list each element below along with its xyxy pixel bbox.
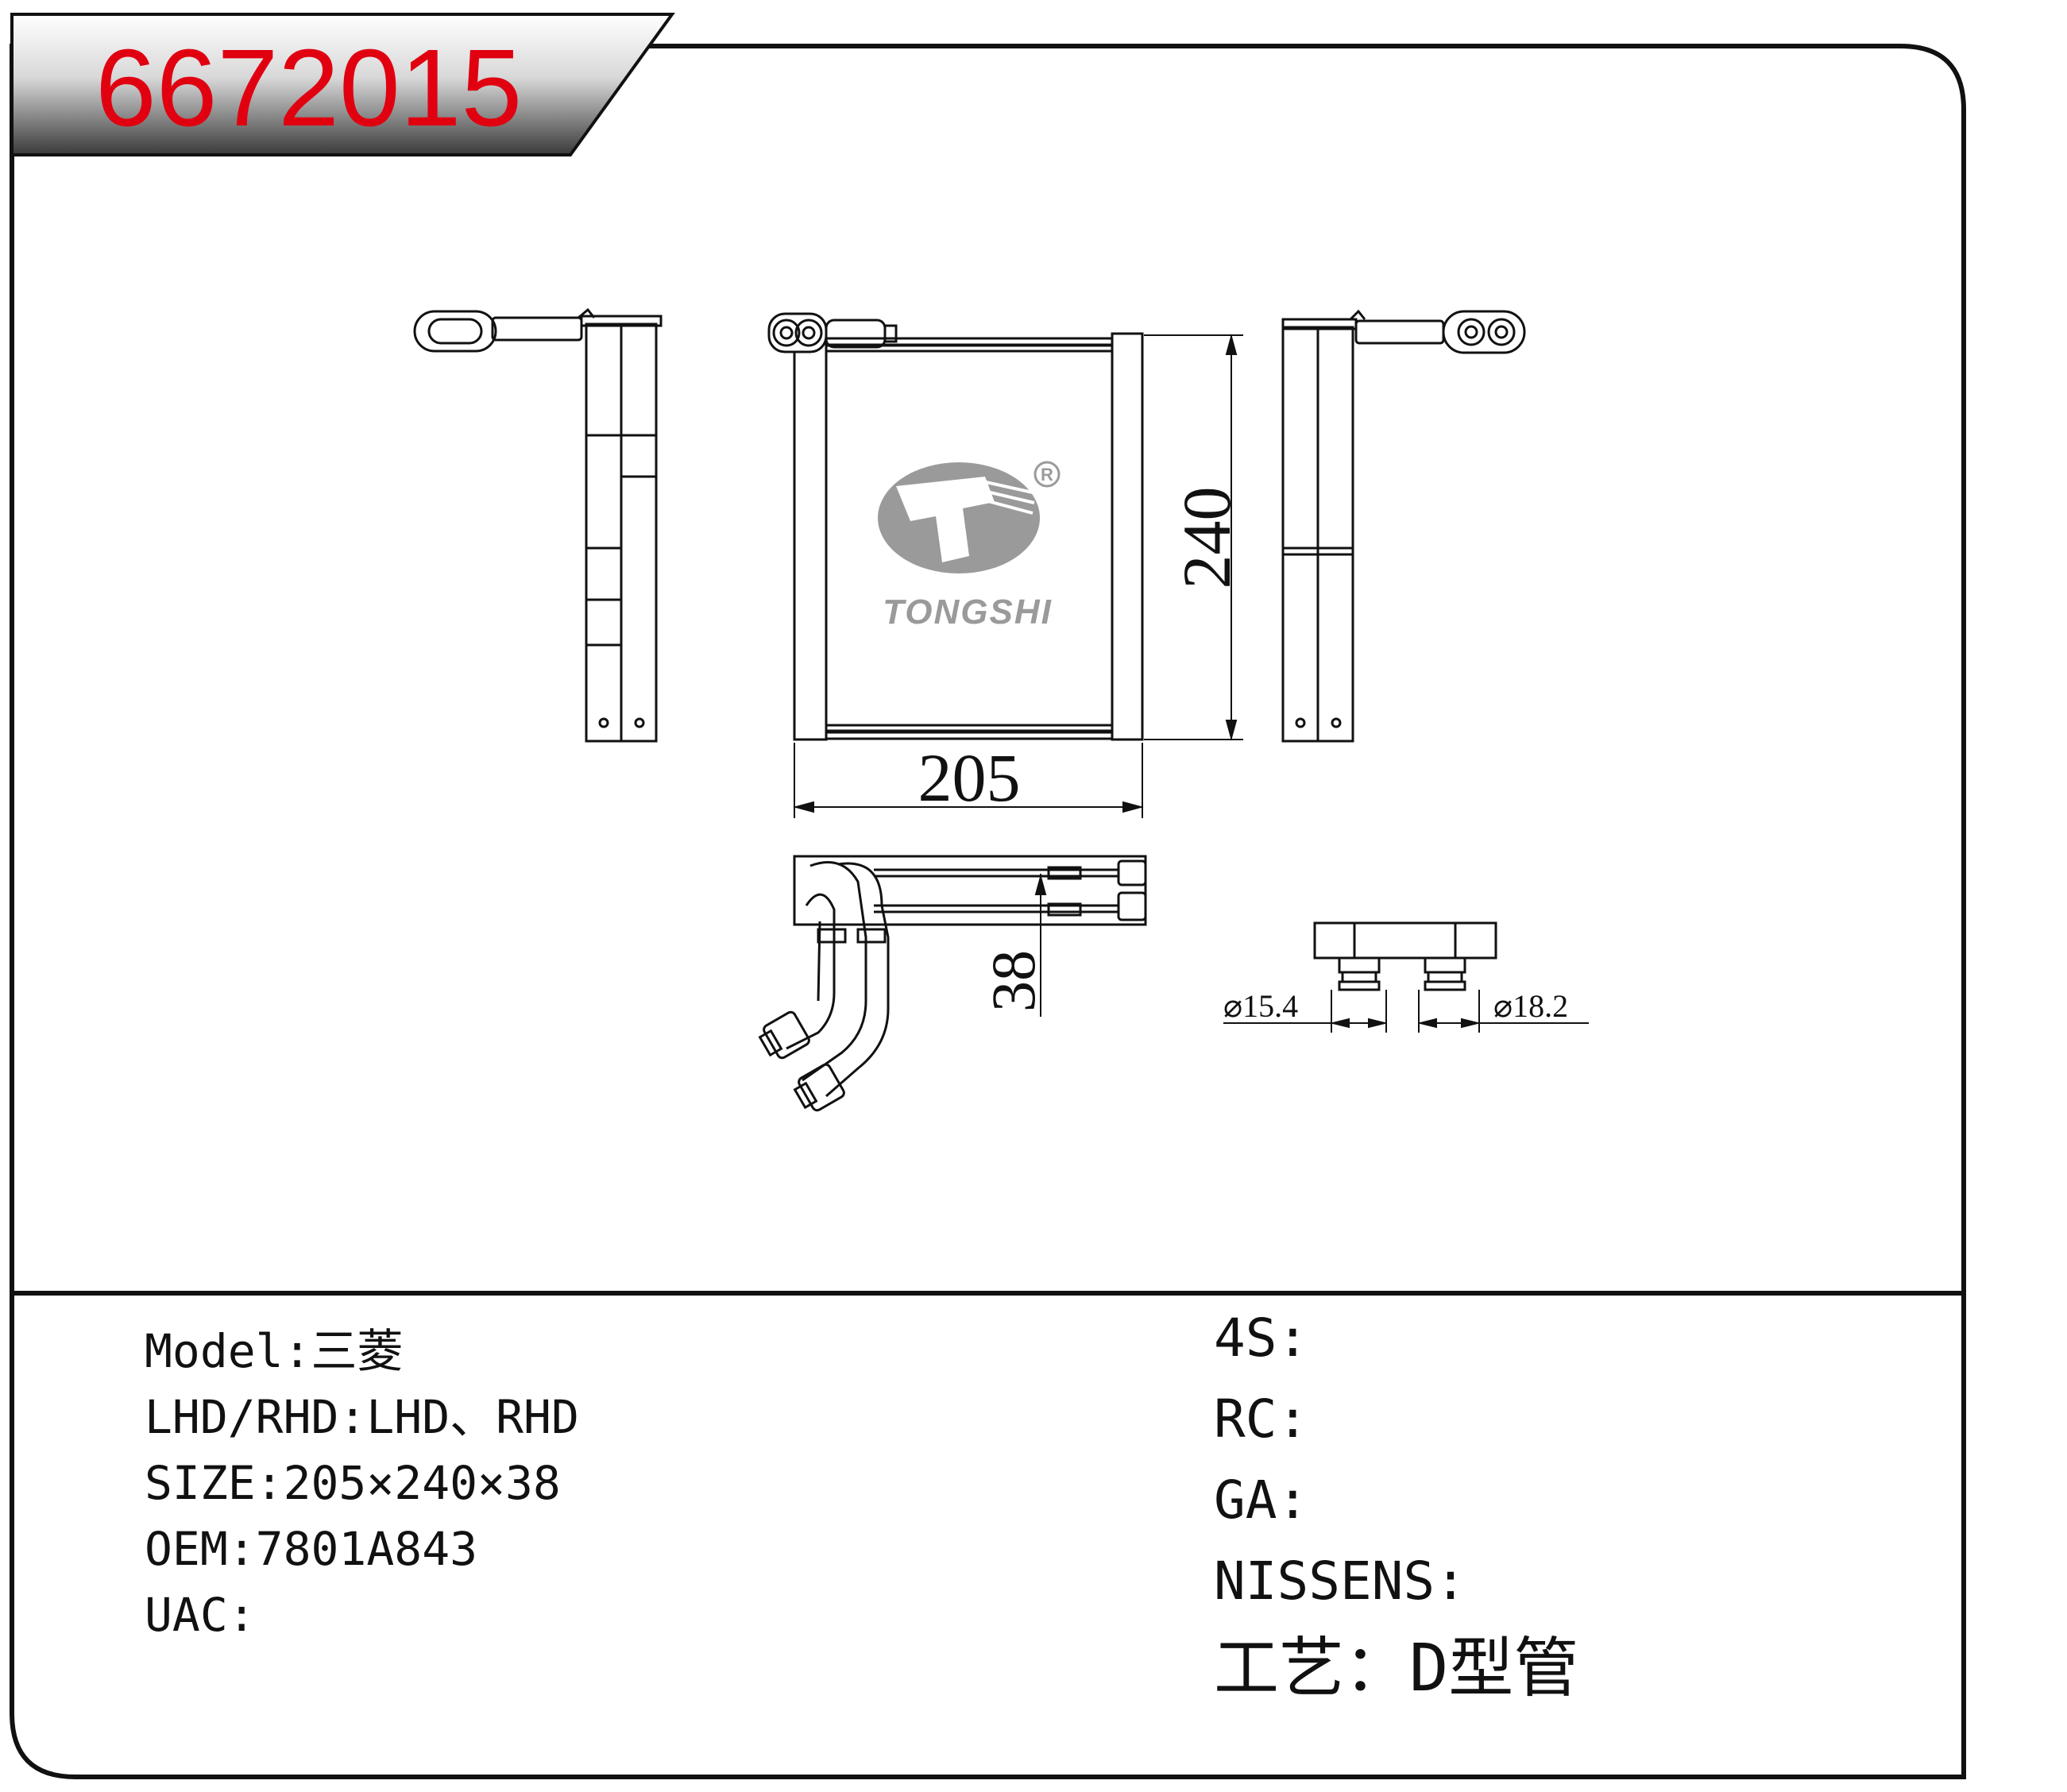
dim-width-label: 205: [918, 740, 1021, 816]
front-view: [767, 312, 1144, 741]
left-side-view: [413, 307, 663, 743]
spec-rc: RC:: [1214, 1388, 1309, 1450]
brand-name: TONGSHI: [883, 593, 1053, 631]
dim-pipe-large-label: ⌀18.2: [1493, 988, 1568, 1024]
brand-logo: R TONGSHI: [878, 461, 1061, 631]
dim-depth-label: 38: [979, 950, 1048, 1012]
dim-width: [793, 743, 1144, 818]
part-number: 6672015: [95, 27, 523, 149]
registered-mark: R: [1041, 465, 1053, 485]
dim-height-label: 240: [1169, 487, 1245, 589]
outer-frame: [10, 44, 1966, 1779]
spec-4s: 4S:: [1214, 1307, 1309, 1369]
fitting-dimensions: [1223, 990, 1589, 1033]
logo-mark: [896, 477, 995, 562]
dim-depth: [1034, 874, 1047, 1017]
dim-height: [1144, 334, 1243, 741]
header-tab: [10, 13, 675, 156]
spec-process: 工艺：D型管: [1214, 1631, 1579, 1706]
spec-ga: GA:: [1214, 1470, 1309, 1531]
top-view: [758, 855, 1147, 1112]
right-side-view: [1281, 309, 1526, 743]
spec-size: SIZE:205×240×38: [145, 1456, 561, 1510]
spec-nissens: NISSENS:: [1214, 1551, 1466, 1612]
registered-mark-circle: [1034, 461, 1061, 488]
dim-pipe-small-label: ⌀15.4: [1223, 988, 1298, 1024]
spec-lhd-rhd: LHD/RHD:LHD、RHD: [145, 1390, 579, 1444]
spec-model: Model:三菱: [145, 1324, 404, 1378]
spec-uac: UAC:: [145, 1588, 256, 1642]
spec-oem: OEM:7801A843: [145, 1522, 478, 1576]
fitting-detail: [1313, 921, 1497, 991]
